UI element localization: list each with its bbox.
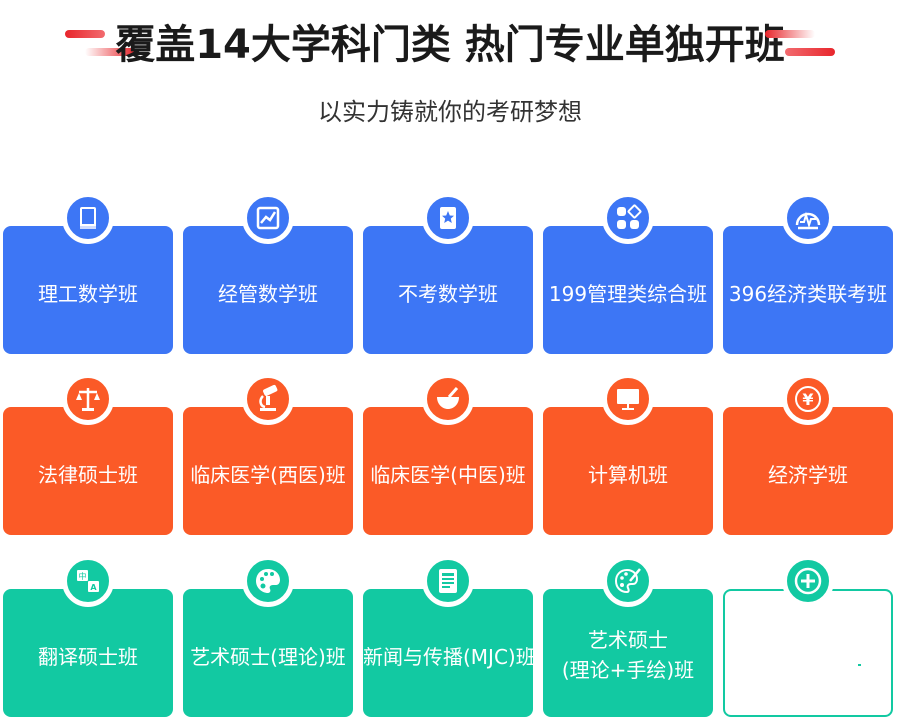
course-card-computer[interactable]: 计算机班 [543, 407, 713, 535]
course-card-199-management[interactable]: 199管理类综合班 [543, 226, 713, 354]
star-book-icon [422, 192, 474, 244]
course-card-label-line2: (理论+手绘)班 [561, 658, 695, 682]
course-card-more[interactable] [723, 589, 893, 717]
page-header: 覆盖14大学科门类 热门专业单独开班 以实力铸就你的考研梦想 [0, 0, 900, 150]
svg-text:中: 中 [79, 571, 87, 581]
yen-icon: ¥ [782, 373, 834, 425]
course-card-no-math[interactable]: 不考数学班 [363, 226, 533, 354]
course-card-translation[interactable]: 翻译硕士班 [3, 589, 173, 717]
palette-icon [242, 555, 294, 607]
newspaper-icon [422, 555, 474, 607]
course-card-label: 新闻与传播(MJC)班 [363, 645, 536, 669]
plus-icon[interactable] [782, 555, 834, 607]
course-card-art-theory-drawing[interactable]: 艺术硕士 (理论+手绘)班 [543, 589, 713, 717]
svg-text:¥: ¥ [802, 390, 813, 409]
book-icon [62, 192, 114, 244]
svg-text:A: A [90, 583, 97, 592]
apps-icon [602, 192, 654, 244]
chart-icon [242, 192, 294, 244]
course-card-law[interactable]: 法律硕士班 [3, 407, 173, 535]
card-dot [858, 664, 861, 666]
mortar-icon [422, 373, 474, 425]
course-card-label: 翻译硕士班 [38, 645, 138, 669]
course-card-label: 理工数学班 [38, 282, 138, 306]
course-card-economics[interactable]: 经济学班 [723, 407, 893, 535]
course-card-label: 临床医学(中医)班 [370, 463, 526, 487]
course-card-science-math[interactable]: 理工数学班 [3, 226, 173, 354]
title-decoration-right [765, 26, 845, 62]
course-card-chinese-medicine[interactable]: 临床医学(中医)班 [363, 407, 533, 535]
course-card-label: 计算机班 [588, 463, 668, 487]
course-card-label: 临床医学(西医)班 [190, 463, 346, 487]
page-title: 覆盖14大学科门类 热门专业单独开班 [115, 22, 785, 68]
course-card-label-line1: 艺术硕士 [588, 628, 668, 652]
course-card-label: 不考数学班 [398, 282, 498, 306]
page-subtitle: 以实力铸就你的考研梦想 [318, 98, 582, 126]
scales-icon [62, 373, 114, 425]
course-card-label: 艺术硕士(理论)班 [190, 645, 346, 669]
course-card-label: 396经济类联考班 [728, 282, 888, 306]
palette-brush-icon [602, 555, 654, 607]
microscope-icon [242, 373, 294, 425]
gauge-icon [782, 192, 834, 244]
course-card-econ-math[interactable]: 经管数学班 [183, 226, 353, 354]
course-card-label: 艺术硕士 (理论+手绘)班 [543, 625, 713, 685]
course-card-western-medicine[interactable]: 临床医学(西医)班 [183, 407, 353, 535]
monitor-icon [602, 373, 654, 425]
course-card-label: 法律硕士班 [38, 463, 138, 487]
course-card-label: 经管数学班 [218, 282, 318, 306]
course-card-art-theory[interactable]: 艺术硕士(理论)班 [183, 589, 353, 717]
course-card-journalism[interactable]: 新闻与传播(MJC)班 [363, 589, 536, 717]
course-card-label: 经济学班 [768, 463, 848, 487]
course-card-label: 199管理类综合班 [548, 282, 708, 306]
course-card-396-economics[interactable]: 396经济类联考班 [723, 226, 893, 354]
title-decoration-left [55, 26, 135, 62]
